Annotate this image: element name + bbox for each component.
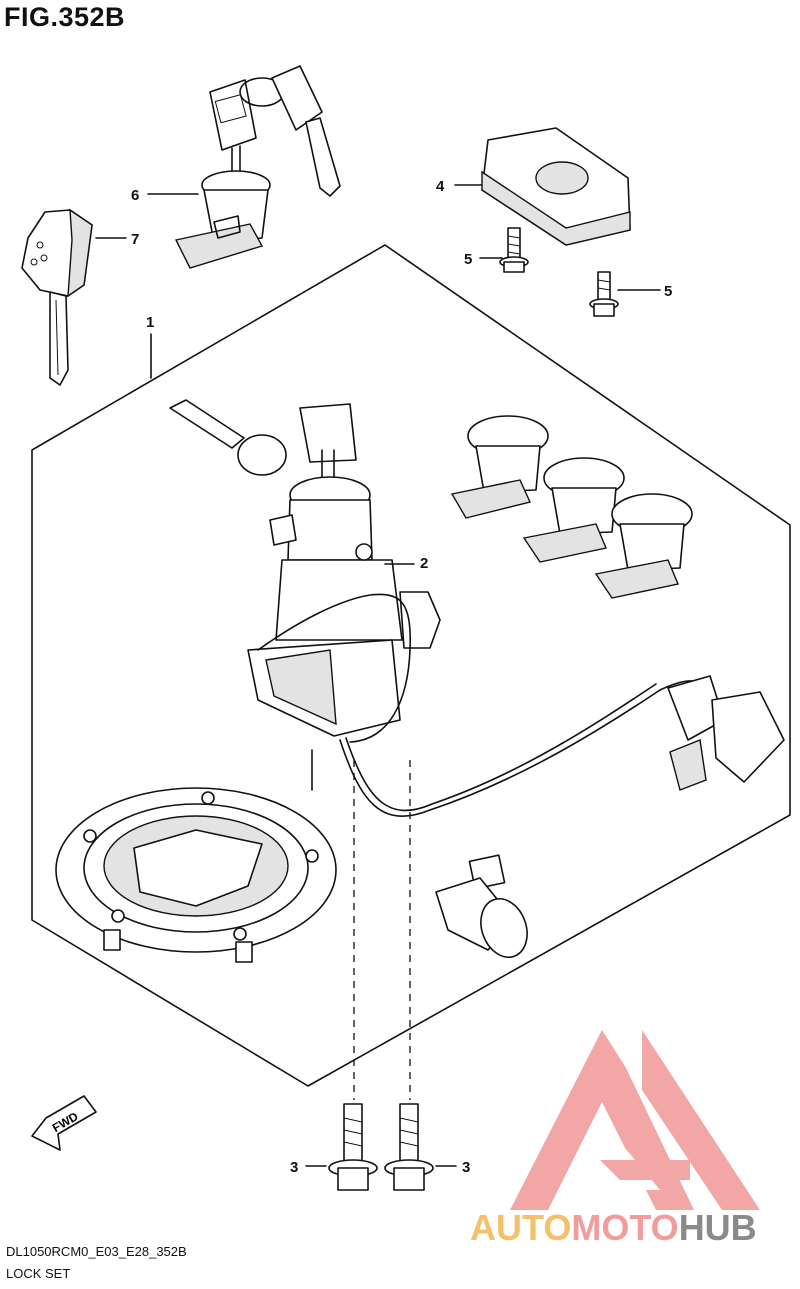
bolt-part-3-left xyxy=(305,1103,378,1191)
callout-2: 2 xyxy=(420,555,428,572)
lock-with-keys-part-6 xyxy=(147,65,341,269)
key-part-7 xyxy=(21,208,127,386)
ignition-switch-part-2 xyxy=(169,399,441,737)
cover-part-4 xyxy=(454,127,631,246)
fwd-arrow: FWD xyxy=(31,1095,97,1151)
callout-3-right: 3 xyxy=(462,1159,470,1176)
callout-4: 4 xyxy=(436,178,445,195)
figure-title: FIG.352B xyxy=(4,2,126,32)
small-lock-c xyxy=(594,493,693,599)
model-code: DL1050RCM0_E03_E28_352B xyxy=(6,1244,187,1259)
screw-part-5-left xyxy=(479,227,529,273)
screw-part-5-right xyxy=(589,271,661,317)
callout-7: 7 xyxy=(131,231,139,248)
callout-1: 1 xyxy=(146,314,154,331)
section-name: LOCK SET xyxy=(6,1266,71,1281)
watermark-hub: HUB xyxy=(679,1207,757,1248)
wiring-harness xyxy=(257,593,785,817)
callout-5-right: 5 xyxy=(664,283,672,300)
seat-lock xyxy=(435,854,528,958)
watermark-moto: MOTO xyxy=(571,1207,678,1248)
watermark-auto: AUTO xyxy=(470,1207,571,1248)
small-lock-a xyxy=(450,415,549,519)
watermark-text: AUTOMOTOHUB xyxy=(470,1207,757,1248)
watermark-logo xyxy=(510,1030,760,1210)
lock-set-frame xyxy=(31,244,791,1087)
bolt-part-3-right xyxy=(384,1103,457,1191)
callout-5-left: 5 xyxy=(464,251,472,268)
callout-3-left: 3 xyxy=(290,1159,298,1176)
fuel-cap xyxy=(55,787,337,963)
small-lock-b xyxy=(522,457,625,563)
callout-6: 6 xyxy=(131,187,139,204)
